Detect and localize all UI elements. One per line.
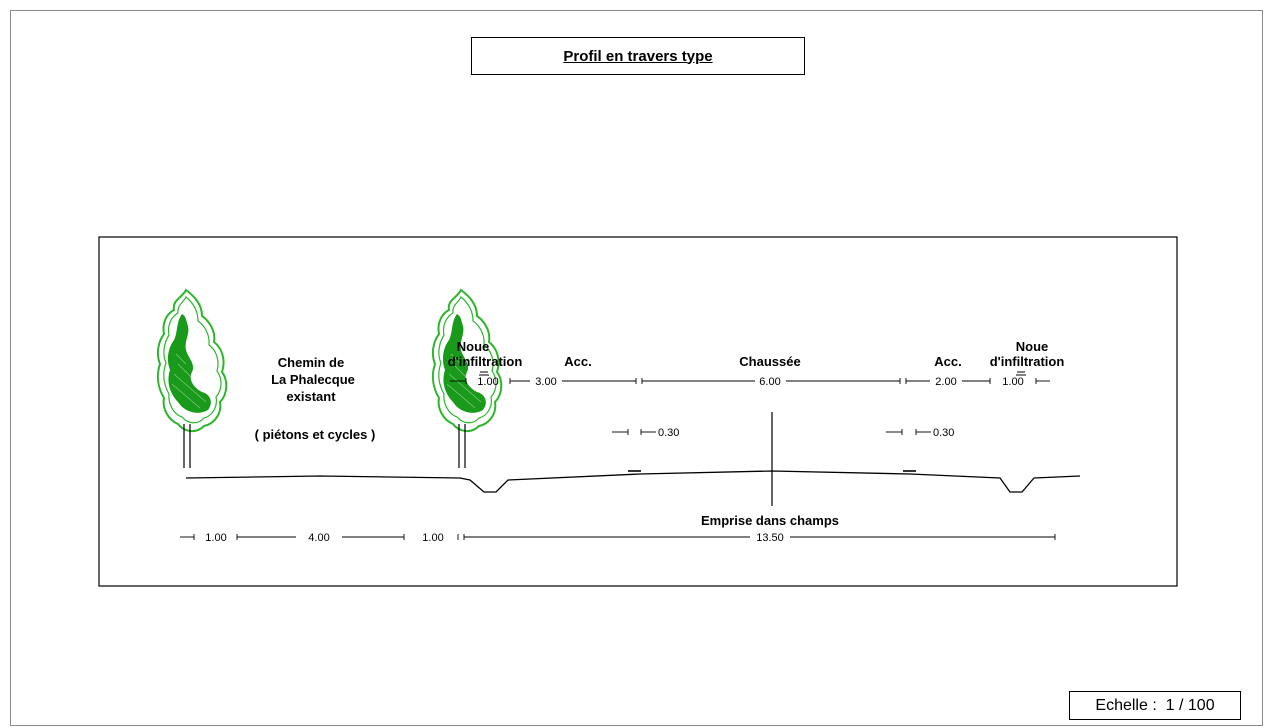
label-noue-right-line1: Noue (1016, 339, 1049, 354)
label-chemin-line1: Chemin de (278, 355, 344, 370)
label-acc-right: Acc. (934, 354, 961, 369)
dim-bottom-1: 1.00 (205, 532, 226, 544)
dim-acc-left: 3.00 (535, 376, 556, 388)
drawing-title: Profil en travers type (563, 47, 713, 65)
label-acc-left: Acc. (564, 354, 591, 369)
label-chemin-note: ( piétons et cycles ) (255, 427, 376, 442)
ground-profile (185, 470, 1081, 493)
tree-left-icon (156, 289, 228, 469)
dim-bottom-2: 4.00 (308, 532, 329, 544)
water-level-marks (479, 371, 1026, 376)
dim-bottom-4: 13.50 (756, 532, 784, 544)
dim-noue-left: 1.00 (477, 376, 498, 388)
label-noue-right-line2: d'infiltration (990, 354, 1065, 369)
dim-acc-right: 2.00 (935, 376, 956, 388)
dimension-mid (612, 429, 931, 435)
label-chemin-line3: existant (286, 389, 336, 404)
scale-label: Echelle : (1095, 696, 1157, 714)
dim-mid-left: 0.30 (658, 427, 679, 439)
dim-chaussee: 6.00 (759, 376, 780, 388)
dim-bottom-3: 1.00 (422, 532, 443, 544)
section-frame (98, 236, 1178, 587)
label-chaussee: Chaussée (739, 354, 800, 369)
drawing-sheet (10, 10, 1263, 726)
title-box: Profil en travers type (471, 37, 805, 75)
label-chemin-line2: La Phalecque (271, 372, 355, 387)
dim-noue-right: 1.00 (1002, 376, 1023, 388)
scale-value: 1 / 100 (1165, 696, 1215, 714)
label-noue-left-line1: Noue (457, 339, 490, 354)
label-emprise: Emprise dans champs (701, 513, 839, 528)
dimension-chain-top (450, 378, 1050, 384)
dim-mid-right: 0.30 (933, 427, 954, 439)
dimension-chain-bottom (180, 534, 1056, 540)
label-noue-left-line2: d'infiltration (448, 354, 523, 369)
scale-box: Echelle : 1 / 100 (1069, 691, 1241, 720)
